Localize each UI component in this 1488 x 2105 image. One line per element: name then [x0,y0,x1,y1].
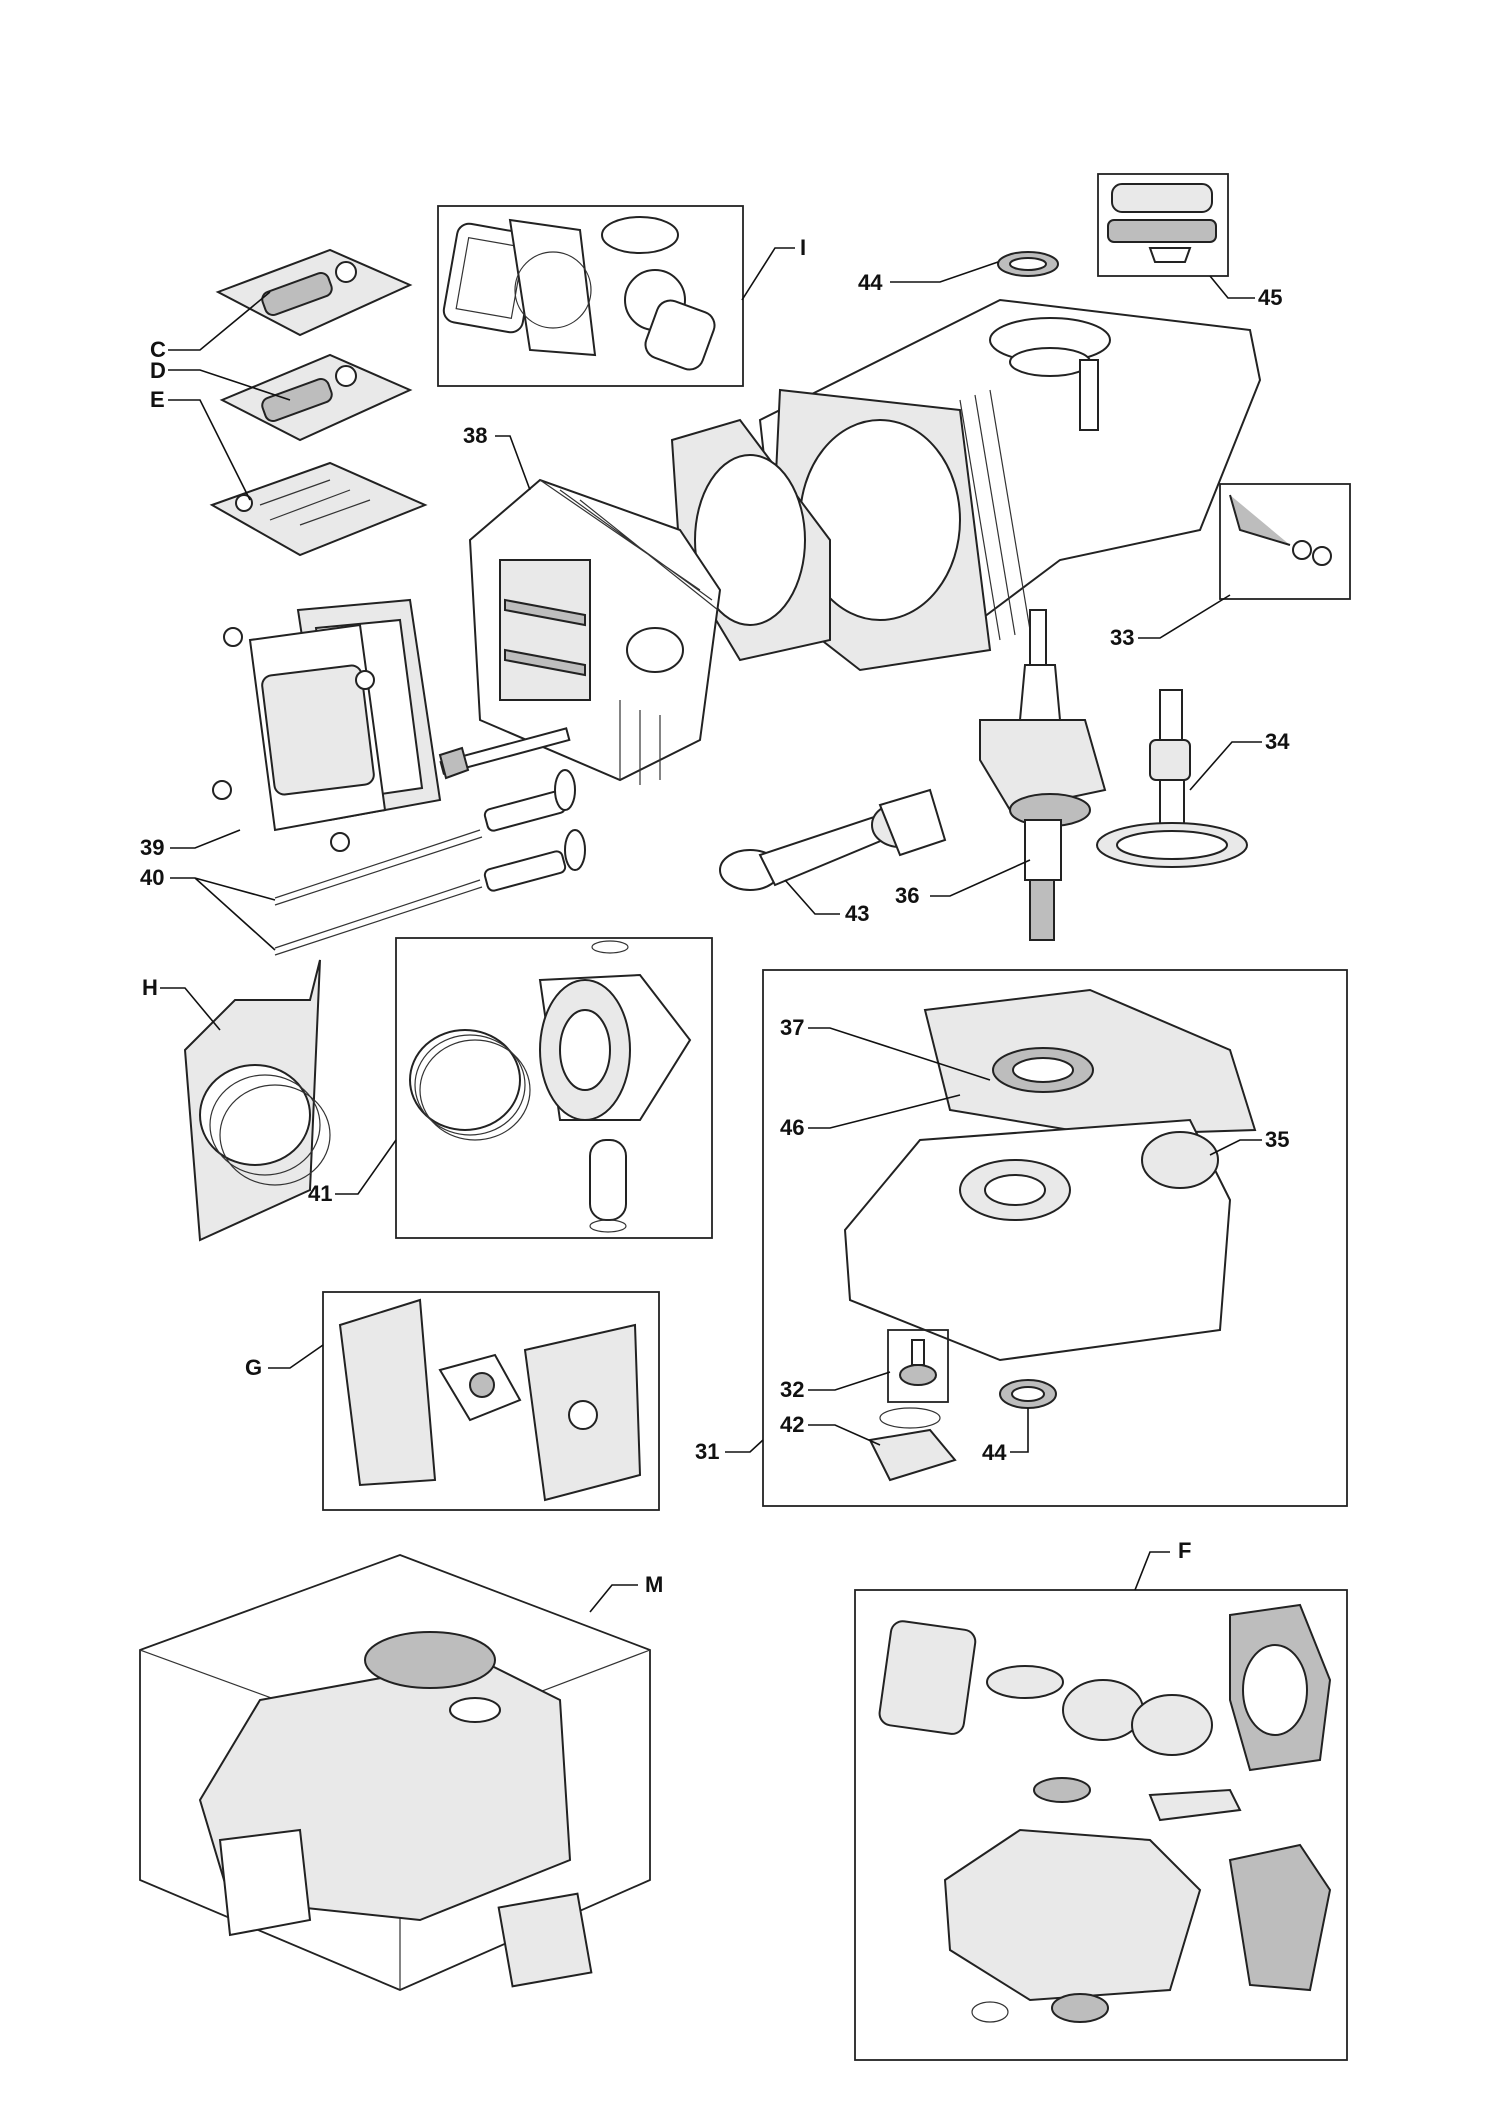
head-bolt[interactable] [438,727,571,780]
callout-46: 46 [780,1115,804,1140]
oil-seal-44-top[interactable] [997,251,1059,277]
callout-m: M [645,1572,663,1597]
camshaft-34[interactable] [1096,689,1248,868]
piston-assembly-41[interactable] [395,937,713,1239]
callout-39: 39 [140,835,164,860]
callout-37: 37 [780,1015,804,1040]
connecting-rod-43[interactable] [719,788,947,891]
callout-40: 40 [140,865,164,890]
valve-cover-39[interactable] [212,623,387,852]
callout-33: 33 [1110,625,1134,650]
oil-seal-44-bottom[interactable] [999,1379,1057,1409]
callout-41: 41 [308,1181,332,1206]
valve-kit-c[interactable] [215,248,413,337]
callout-e: E [150,387,165,412]
callout-d: D [150,358,166,383]
oil-pump-32[interactable] [887,1329,949,1403]
crankcase-cylinder-block[interactable] [758,298,1262,672]
callout-f: F [1178,1538,1191,1563]
callout-31: 31 [695,1439,719,1464]
sump-assembly-31[interactable] [762,969,1348,1507]
callout-35: 35 [1265,1127,1289,1152]
pump-cover-42[interactable] [868,1407,957,1482]
callout-g: G [245,1355,262,1380]
callout-h: H [142,975,158,1000]
callout-i: I [800,235,806,260]
breather-33[interactable] [1219,483,1351,600]
gasket-kit-i[interactable] [437,205,744,387]
part-45-kit[interactable] [1097,173,1229,277]
crankshaft-36[interactable] [979,609,1107,941]
cylinder-head-38[interactable] [468,478,722,785]
callout-38: 38 [463,423,487,448]
callout-43: 43 [845,901,869,926]
heat-shield-kit-g[interactable] [322,1291,660,1511]
valve-kit-d[interactable] [219,353,413,442]
callout-labels: C D E I 44 45 38 33 34 39 40 43 36 H 41 … [140,235,1290,1597]
complete-engine-m[interactable] [139,1554,651,1991]
callout-32: 32 [780,1377,804,1402]
callout-44-top: 44 [858,270,883,295]
gasket-set-f[interactable] [854,1589,1348,2061]
valves-40[interactable] [274,769,586,956]
valve-kit-e[interactable] [209,461,428,557]
callout-c: C [150,337,166,362]
callout-45: 45 [1258,285,1282,310]
callout-42: 42 [780,1412,804,1437]
leader-lines [160,247,1262,1613]
piston-ring-set-h[interactable] [183,959,331,1242]
callout-44-bottom: 44 [982,1440,1007,1465]
callout-36: 36 [895,883,919,908]
callout-34: 34 [1265,729,1290,754]
